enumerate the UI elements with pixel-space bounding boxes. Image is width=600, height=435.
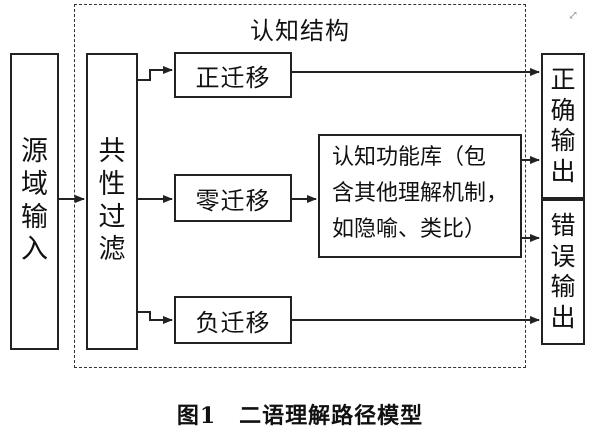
negative-transfer-box: 负迁移 — [174, 296, 292, 344]
correct-char: 确 — [550, 95, 576, 125]
library-line: 认知功能库（包 — [332, 145, 487, 170]
source-char: 输 — [21, 201, 48, 233]
library-line: 如隐喻、类比） — [332, 217, 487, 242]
positive-transfer-box: 正迁移 — [174, 52, 292, 98]
error-output-box: 错 误 输 出 — [541, 199, 585, 345]
error-char: 错 — [550, 211, 576, 240]
correct-char: 出 — [550, 156, 576, 186]
arrow-filter-to-positive — [138, 66, 173, 81]
error-char: 输 — [550, 272, 576, 301]
arrow-filter-to-negative — [138, 311, 173, 324]
zero-transfer-box: 零迁移 — [174, 174, 292, 222]
correct-char: 正 — [550, 65, 576, 94]
cognitive-library-text: 认知功能库（包 含其他理解机制， 如隐喻、类比） — [332, 140, 518, 248]
source-char: 源 — [21, 135, 48, 167]
correct-char: 输 — [550, 126, 576, 155]
filter-char: 共 — [98, 135, 126, 167]
filter-char: 滤 — [98, 234, 126, 266]
figure-caption: 图1 二语理解路径模型 — [176, 403, 424, 429]
library-line: 含其他理解机制， — [332, 181, 509, 206]
expand-icon[interactable]: ⤢ — [568, 8, 579, 22]
source-char: 域 — [21, 168, 48, 200]
correct-output-box: 正 确 输 出 — [541, 53, 585, 199]
cognitive-structure-frame — [74, 4, 526, 368]
cognitive-library-box — [318, 134, 522, 258]
error-char: 误 — [550, 241, 576, 271]
frame-title: 认知结构 — [250, 17, 350, 45]
common-filter-box: 共 性 过 滤 — [86, 53, 138, 350]
filter-char: 性 — [98, 168, 126, 200]
error-char: 出 — [550, 302, 576, 332]
source-char: 入 — [21, 234, 48, 266]
filter-char: 过 — [98, 201, 126, 233]
source-input-box: 源 域 输 入 — [10, 53, 59, 350]
